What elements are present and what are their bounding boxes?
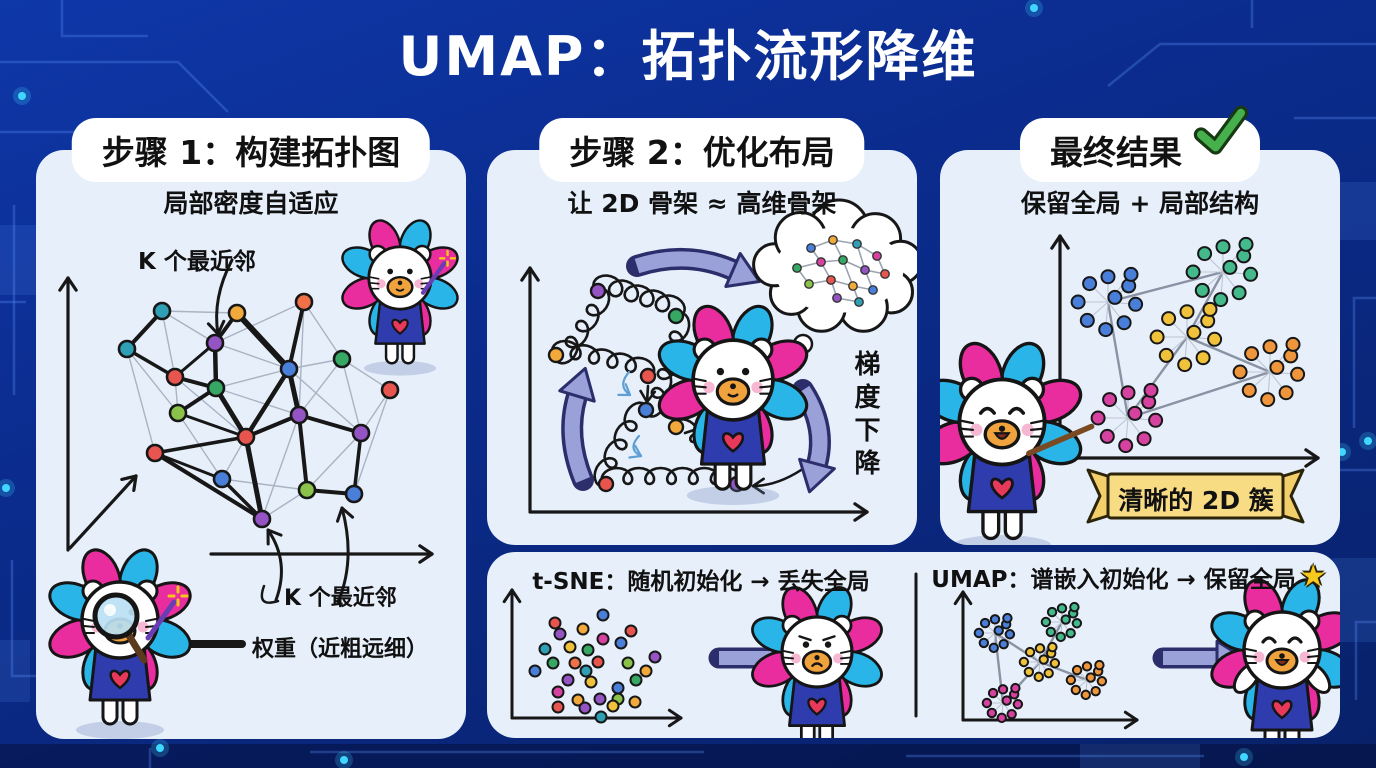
result-clusters-svg <box>940 234 1320 545</box>
result-subtitle: 保留全局 + 局部结构 <box>1020 189 1260 218</box>
step2-springs-svg <box>520 198 917 522</box>
step2-subtitle: 让 2D 骨架 ≈ 高维骨架 <box>567 189 837 218</box>
lion-mascot <box>940 341 1095 545</box>
panel-comparison: t-SNE：随机初始化 → 丢失全局 UMAP：谱嵌入初始化 → 保留全局 ★ <box>487 552 1340 738</box>
step2-title: 步骤 2：优化布局 <box>569 133 835 172</box>
step1-title: 步骤 1：构建拓扑图 <box>101 133 401 172</box>
lion-mascot <box>341 219 459 376</box>
step1-header: 步骤 1：构建拓扑图 <box>71 118 431 182</box>
result-header: 最终结果 <box>1020 105 1260 182</box>
panel-step2: 步骤 2：优化布局 让 2D 骨架 ≈ 高维骨架 梯度下降 <box>487 118 917 545</box>
comparison-figure <box>487 552 1340 738</box>
label-k-nearest-bottom: K 个最近邻 <box>284 586 397 611</box>
comparison-svg <box>502 572 1340 738</box>
banner-label: 清晰的 2D 簇 <box>1118 486 1274 515</box>
panel-result: 最终结果 保留全局 + 局部结构 清晰的 2D 簇 <box>940 105 1340 545</box>
step1-subtitle: 局部密度自适应 <box>163 189 339 218</box>
umap-comparison-text: UMAP：谱嵌入初始化 → 保留全局 <box>931 567 1296 593</box>
check-icon <box>1193 105 1249 155</box>
label-tsne-comparison: t-SNE：随机初始化 → 丢失全局 <box>532 569 870 595</box>
step1-graph-svg <box>48 219 459 739</box>
step2-figure <box>487 150 917 545</box>
banner-ribbon <box>1086 468 1305 524</box>
step2-header: 步骤 2：优化布局 <box>539 118 865 182</box>
step1-figure <box>36 150 466 739</box>
result-figure <box>940 150 1340 545</box>
page-title: UMAP：拓扑流形降维 <box>398 25 978 88</box>
thought-bubble <box>752 198 917 368</box>
label-umap-comparison: UMAP：谱嵌入初始化 → 保留全局 ★ <box>923 560 1335 594</box>
lion-mascot <box>751 586 883 738</box>
label-k-nearest-top: K 个最近邻 <box>138 249 256 275</box>
result-title: 最终结果 <box>1050 133 1182 172</box>
label-weight-legend: 权重（近粗远细） <box>252 637 429 662</box>
star-icon: ★ <box>1299 559 1327 594</box>
lion-mascot <box>1210 578 1340 738</box>
lion-mascot <box>48 548 192 739</box>
lion-mascot <box>657 304 809 505</box>
label-gradient-descent: 梯度下降 <box>850 350 880 482</box>
panel-step1: 步骤 1：构建拓扑图 局部密度自适应 K 个最近邻 K 个最近邻 权重（近粗远细… <box>36 118 466 739</box>
